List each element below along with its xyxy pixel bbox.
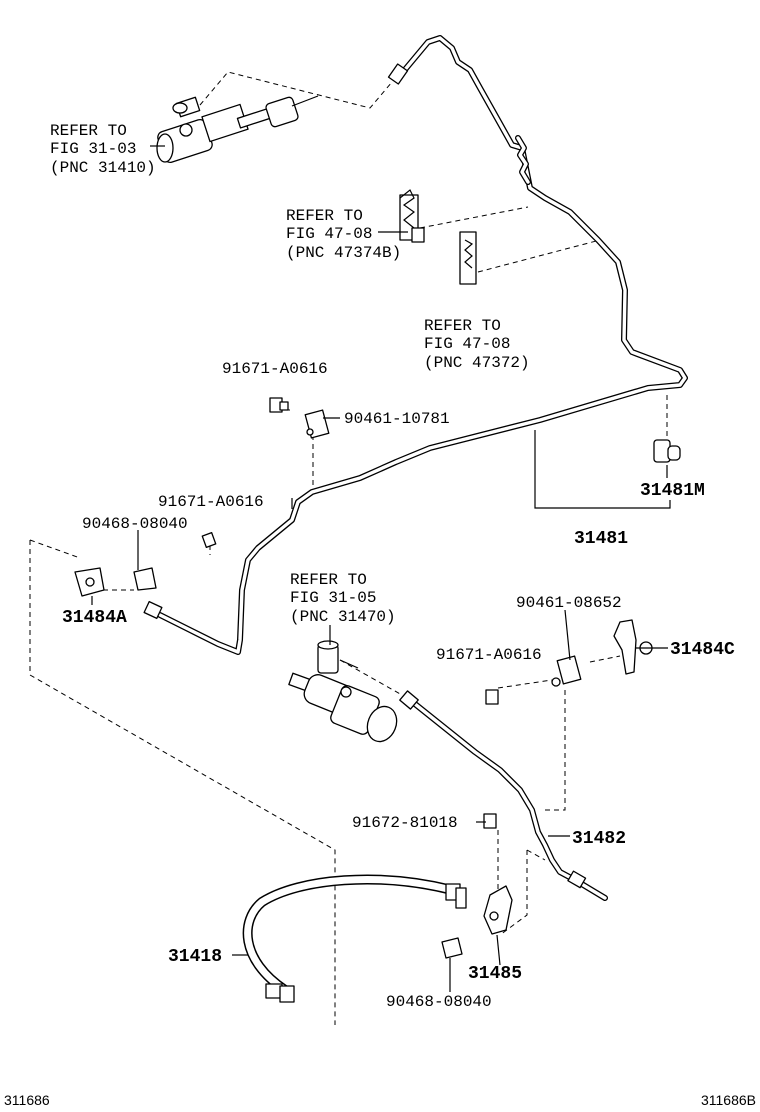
reference-dashed-lines [29, 71, 668, 1025]
clamp-47372 [459, 231, 477, 285]
label-91672: 91672-81018 [352, 814, 458, 832]
label-31418: 31418 [168, 947, 222, 967]
label-91671-top: 91671-A0616 [222, 360, 328, 378]
refer-clamp1-line1: REFER TO [286, 207, 363, 225]
clutch-master-cylinder [156, 95, 319, 164]
leader-lines [91, 145, 671, 992]
label-91671-mid: 91671-A0616 [158, 493, 264, 511]
refer-master-line1: REFER TO [50, 122, 127, 140]
flexible-hose-31418 [242, 874, 467, 1003]
label-31485: 31485 [468, 964, 522, 984]
refer-release-line3: (PNC 31470) [290, 608, 396, 626]
footer-left-code: 311686 [4, 1092, 50, 1108]
refer-master-line3: (PNC 31410) [50, 159, 156, 177]
refer-release-line1: REFER TO [290, 571, 367, 589]
refer-master-line2: FIG 31-03 [50, 140, 136, 158]
clamp-47374b [399, 189, 425, 243]
bracket-31484a-group [74, 532, 217, 597]
label-31484c: 31484C [670, 640, 735, 660]
clutch-pipe-31481 [143, 35, 688, 655]
label-31482: 31482 [572, 829, 626, 849]
refer-clamp1-line3: (PNC 47374B) [286, 244, 401, 262]
label-31484a: 31484A [62, 608, 127, 628]
refer-clamp2-line1: REFER TO [424, 317, 501, 335]
label-90461-10781: 90461-10781 [344, 410, 450, 428]
label-90468-bot: 90468-08040 [386, 993, 492, 1011]
bracket-31485-group [441, 813, 513, 959]
clip-31481m [653, 439, 681, 463]
refer-clamp1-line2: FIG 47-08 [286, 225, 372, 243]
footer-right-code: 311686B [701, 1092, 756, 1108]
refer-release-line2: FIG 31-05 [290, 589, 376, 607]
part-labels: REFER TO FIG 31-03 (PNC 31410) REFER TO … [50, 122, 735, 1011]
clutch-pipe-31482 [399, 690, 608, 901]
refer-clamp2-line3: (PNC 47372) [424, 354, 530, 372]
clutch-release-cylinder [288, 640, 398, 743]
refer-clamp2-line2: FIG 47-08 [424, 335, 510, 353]
label-90468-top: 90468-08040 [82, 515, 188, 533]
label-31481: 31481 [574, 529, 628, 549]
label-31481m: 31481M [640, 481, 705, 501]
footer-codes: 311686 311686B [4, 1092, 756, 1108]
label-90461-08652: 90461-08652 [516, 594, 622, 612]
label-91671-low: 91671-A0616 [436, 646, 542, 664]
bolt-and-clamp-upper [269, 397, 330, 439]
